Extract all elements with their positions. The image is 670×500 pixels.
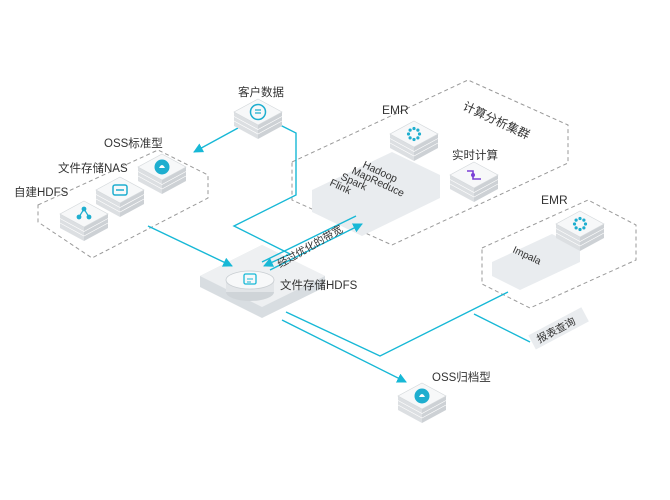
self-hdfs-node[interactable] <box>59 200 109 241</box>
edge-customer-to-hdfs <box>232 117 297 267</box>
edge-hdfs-to-archive <box>281 319 407 383</box>
oss-bucket-icon <box>154 159 170 175</box>
emr-impala-node[interactable] <box>555 210 605 251</box>
nas-icon <box>112 184 128 196</box>
file-hdfs-node[interactable] <box>225 270 275 301</box>
oss-standard-node[interactable] <box>137 153 187 194</box>
edge-customer-to-oss <box>193 127 239 153</box>
realtime-compute-icon <box>467 170 481 180</box>
compute-engine-panel <box>312 152 440 236</box>
compute-cluster-group <box>291 79 569 246</box>
oss-standard-label: OSS标准型 <box>104 136 163 150</box>
impala-group <box>481 199 637 309</box>
realtime-label: 实时计算 <box>452 148 498 162</box>
customer-data-label: 客户数据 <box>238 85 284 99</box>
node-boxes <box>59 98 605 423</box>
edge-sources-to-hdfs <box>147 225 233 267</box>
emr-impala-label: EMR <box>541 193 568 207</box>
file-nas-node[interactable] <box>95 176 145 217</box>
realtime-node[interactable] <box>449 161 499 202</box>
edge-hdfs-to-impala <box>285 291 509 357</box>
oss-bucket-icon <box>414 388 430 404</box>
emr-compute-label: EMR <box>382 103 409 117</box>
edge-hdfs-to-compute-a <box>261 215 357 263</box>
edge-impala-to-report <box>473 313 531 343</box>
oss-archive-label: OSS归档型 <box>432 370 491 384</box>
oss-archive-node[interactable] <box>397 382 447 423</box>
hdfs-icon <box>76 206 92 220</box>
file-storage-icon <box>243 273 257 285</box>
emr-compute-node[interactable] <box>389 120 439 161</box>
edge-hdfs-to-compute-b <box>269 223 363 271</box>
compute-cluster-title: 计算分析集群 <box>461 98 533 142</box>
emr-icon <box>406 126 422 142</box>
impala-panel <box>492 234 580 290</box>
report-query-tag[interactable]: 报表查询 <box>528 307 589 350</box>
file-hdfs-label: 文件存储HDFS <box>280 278 358 292</box>
file-nas-label: 文件存储NAS <box>58 161 128 175</box>
source-storage-group <box>37 149 209 259</box>
document-icon <box>249 103 267 121</box>
bandwidth-label: 经过优化的带宽 <box>275 222 346 270</box>
emr-icon <box>572 216 588 232</box>
customer-data-node[interactable] <box>233 98 283 139</box>
self-hdfs-label: 自建HDFS <box>14 185 69 199</box>
